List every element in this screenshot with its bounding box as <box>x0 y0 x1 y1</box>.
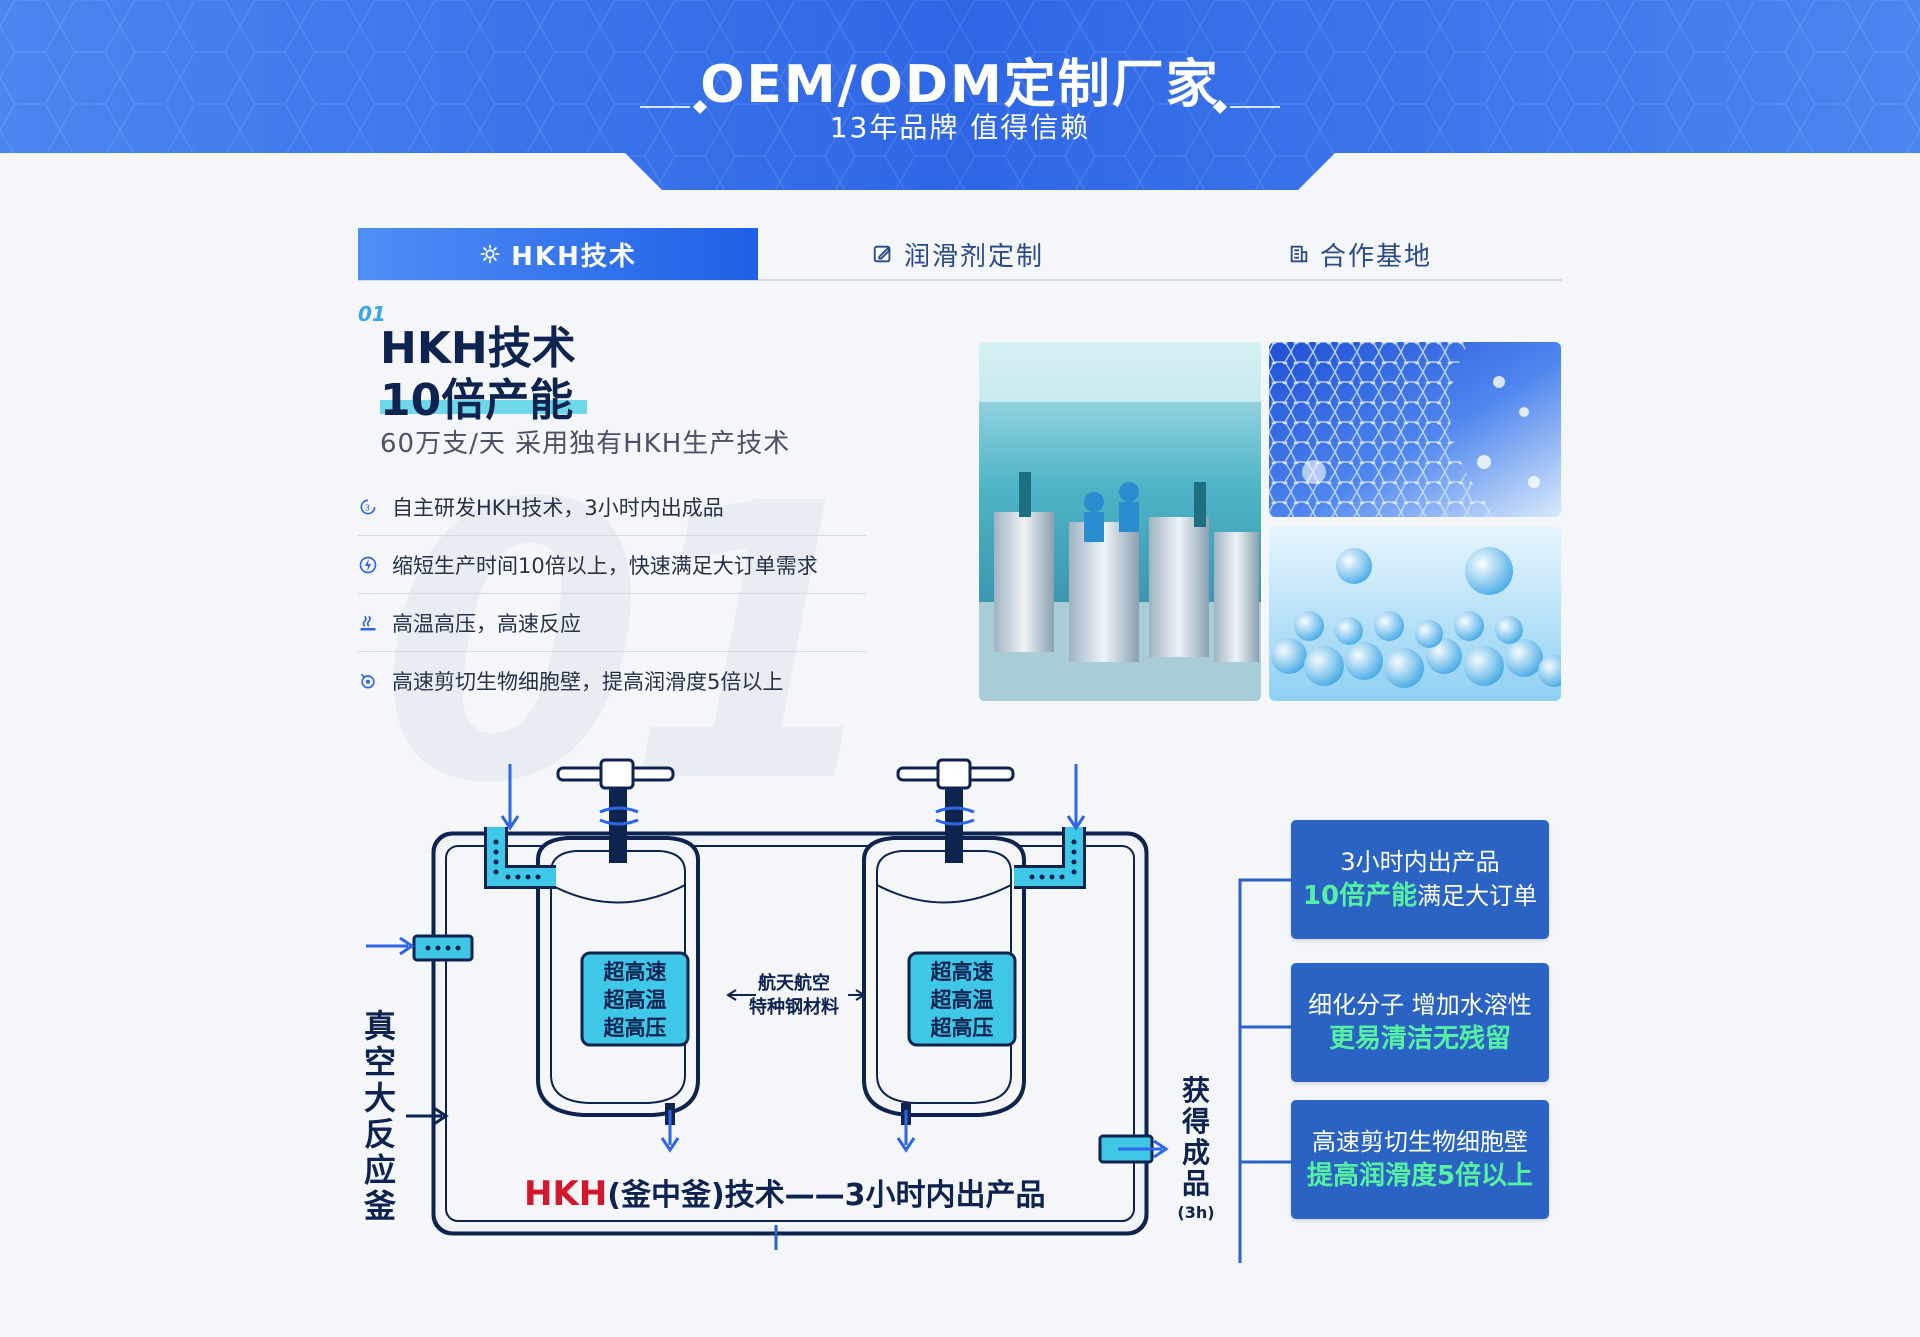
info-highlight: 10倍产能 <box>1302 880 1418 911</box>
tank-feature: 超高温 <box>930 988 994 1012</box>
info-connector <box>1238 878 1292 1263</box>
tab-partner-base[interactable]: 合作基地 <box>1158 228 1562 280</box>
banner-subtitle: 13年品牌 值得信赖 <box>829 111 1091 144</box>
material-line: 航天航空 <box>758 973 830 994</box>
tank-feature: 超高温 <box>603 988 667 1012</box>
tank-feature: 超高压 <box>930 1016 994 1040</box>
caption-brand: HKH <box>524 1174 608 1214</box>
heat-icon <box>360 615 376 630</box>
info-line1: 高速剪切生物细胞壁 <box>1312 1127 1528 1156</box>
gear-icon <box>480 244 500 264</box>
section-subtitle: 60万支/天 采用独有HKH生产技术 <box>380 429 791 459</box>
banner-title: OEM/ODM定制厂家 <box>700 55 1220 115</box>
molecule-photo <box>1269 342 1561 517</box>
feature-item: 高速剪切生物细胞壁，提高润滑度5倍以上 <box>358 652 866 710</box>
feature-text: 高速剪切生物细胞壁，提高润滑度5倍以上 <box>392 670 784 694</box>
output-label: 获得成品 <box>1181 1074 1210 1200</box>
info-box-solubility: 细化分子 增加水溶性 更易清洁无残留 <box>1291 963 1549 1082</box>
feature-item: 缩短生产时间10倍以上，快速满足大订单需求 <box>358 536 866 594</box>
header-banner: OEM/ODM定制厂家 13年品牌 值得信赖 <box>0 0 1920 190</box>
left-tank-label: 超高速 超高温 超高压 <box>582 958 688 1042</box>
feature-text: 高温高压，高速反应 <box>392 611 581 636</box>
feature-text: 自主研发HKH技术，3小时内出成品 <box>392 495 724 520</box>
tank-feature: 超高速 <box>930 960 994 984</box>
factory-photo <box>979 342 1261 701</box>
material-line: 特种钢材料 <box>749 997 839 1018</box>
svg-text:3: 3 <box>365 502 370 512</box>
three-clock-icon: 3 <box>360 499 376 514</box>
info-highlight: 提高润滑度5倍以上 <box>1306 1160 1534 1191</box>
tank-feature: 超高压 <box>603 1016 667 1040</box>
vessel-label: 真空大反应釜 <box>363 1007 396 1225</box>
tab-bar: HKH技术 润滑剂定制 合作基地 <box>358 228 1562 281</box>
info-highlight: 更易清洁无残留 <box>1328 1023 1511 1054</box>
material-label: 航天航空 特种钢材料 <box>724 972 864 1020</box>
section-title-line1: HKH技术 <box>380 323 576 374</box>
output-time: (3h) <box>1177 1203 1215 1222</box>
title-underline <box>380 400 587 414</box>
tab-label: 合作基地 <box>1319 241 1432 272</box>
cell-icon <box>360 673 375 689</box>
right-tank-label: 超高速 超高温 超高压 <box>909 958 1015 1042</box>
building-icon <box>1290 245 1308 263</box>
feature-list: 3 自主研发HKH技术，3小时内出成品 缩短生产时间10倍以上，快速满足大订单需… <box>358 478 866 710</box>
diagram-caption: HKH(釜中釜)技术——3小时内出产品 <box>524 1170 1046 1214</box>
info-box-lubrication: 高速剪切生物细胞壁 提高润滑度5倍以上 <box>1291 1100 1549 1219</box>
tab-hkh-tech[interactable]: HKH技术 <box>358 228 758 280</box>
feature-text: 缩短生产时间10倍以上，快速满足大订单需求 <box>392 553 818 578</box>
banner-background <box>0 0 1920 190</box>
tab-label: HKH技术 <box>511 241 637 272</box>
lightning-icon <box>359 556 377 573</box>
info-line1: 3小时内出产品 <box>1340 847 1500 876</box>
bubbles-photo <box>1269 526 1561 701</box>
tank-feature: 超高速 <box>603 960 667 984</box>
feature-item: 高温高压，高速反应 <box>358 594 866 652</box>
feature-item: 3 自主研发HKH技术，3小时内出成品 <box>358 478 866 536</box>
info-box-capacity: 3小时内出产品 10倍产能满足大订单 <box>1291 820 1549 939</box>
info-line2: 满足大订单 <box>1417 881 1538 910</box>
info-line1: 细化分子 增加水溶性 <box>1308 990 1532 1019</box>
tab-lubricant-custom[interactable]: 润滑剂定制 <box>758 228 1158 280</box>
section-title-line2: 10倍产能 <box>380 375 574 426</box>
hkh-process-diagram <box>366 758 1169 1250</box>
tab-label: 润滑剂定制 <box>903 241 1044 272</box>
section-number: 01 <box>358 302 386 326</box>
caption-text: (釜中釜)技术——3小时内出产品 <box>607 1178 1046 1213</box>
edit-icon <box>873 245 891 263</box>
